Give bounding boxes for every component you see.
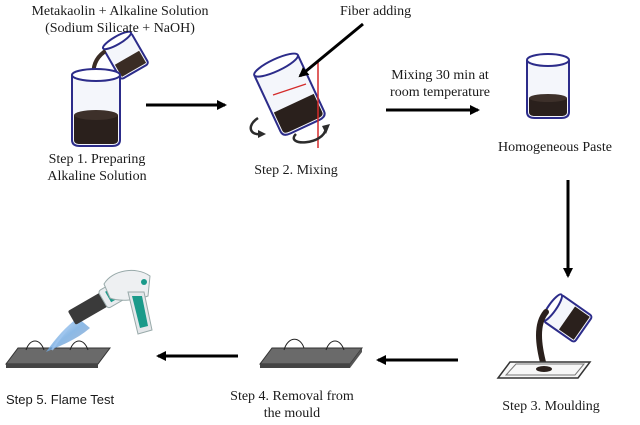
step4-label-line1: Step 4. Removal from <box>230 389 354 404</box>
step3-label: Step 3. Moulding <box>502 399 600 414</box>
mould-tray-icon <box>496 361 592 379</box>
blow-torch-icon <box>68 269 153 335</box>
step4-label-line2: the mould <box>263 406 321 421</box>
ingredients-label-line1: Metakaolin + Alkaline Solution <box>31 4 209 19</box>
fiber-adding-arrow <box>298 22 364 78</box>
step1-label-line2: Alkaline Solution <box>47 169 147 184</box>
step5-label: Step 5. Flame Test <box>6 392 115 407</box>
fiber-adding-label: Fiber adding <box>340 4 412 19</box>
step5-specimen-icon <box>5 340 111 368</box>
step2-label: Step 2. Mixing <box>254 163 338 178</box>
rotation-arrow-icon <box>249 116 330 144</box>
flame-icon <box>46 318 90 352</box>
ingredients-label-line2: (Sodium Silicate + NaOH) <box>45 21 195 36</box>
step1-label-line1: Step 1. Preparing <box>48 152 146 167</box>
step3-pouring-beaker-icon <box>536 293 593 369</box>
step4-specimen-icon <box>259 338 363 368</box>
homogeneous-paste-label: Homogeneous Paste <box>498 140 612 155</box>
mixing-note-line1: Mixing 30 min at <box>391 68 489 83</box>
homogeneous-paste-beaker-icon <box>526 53 570 119</box>
step1-beaker-icon <box>71 68 121 147</box>
mixing-note-line2: room temperature <box>390 85 490 100</box>
step1-pouring-beaker-icon <box>91 30 149 80</box>
